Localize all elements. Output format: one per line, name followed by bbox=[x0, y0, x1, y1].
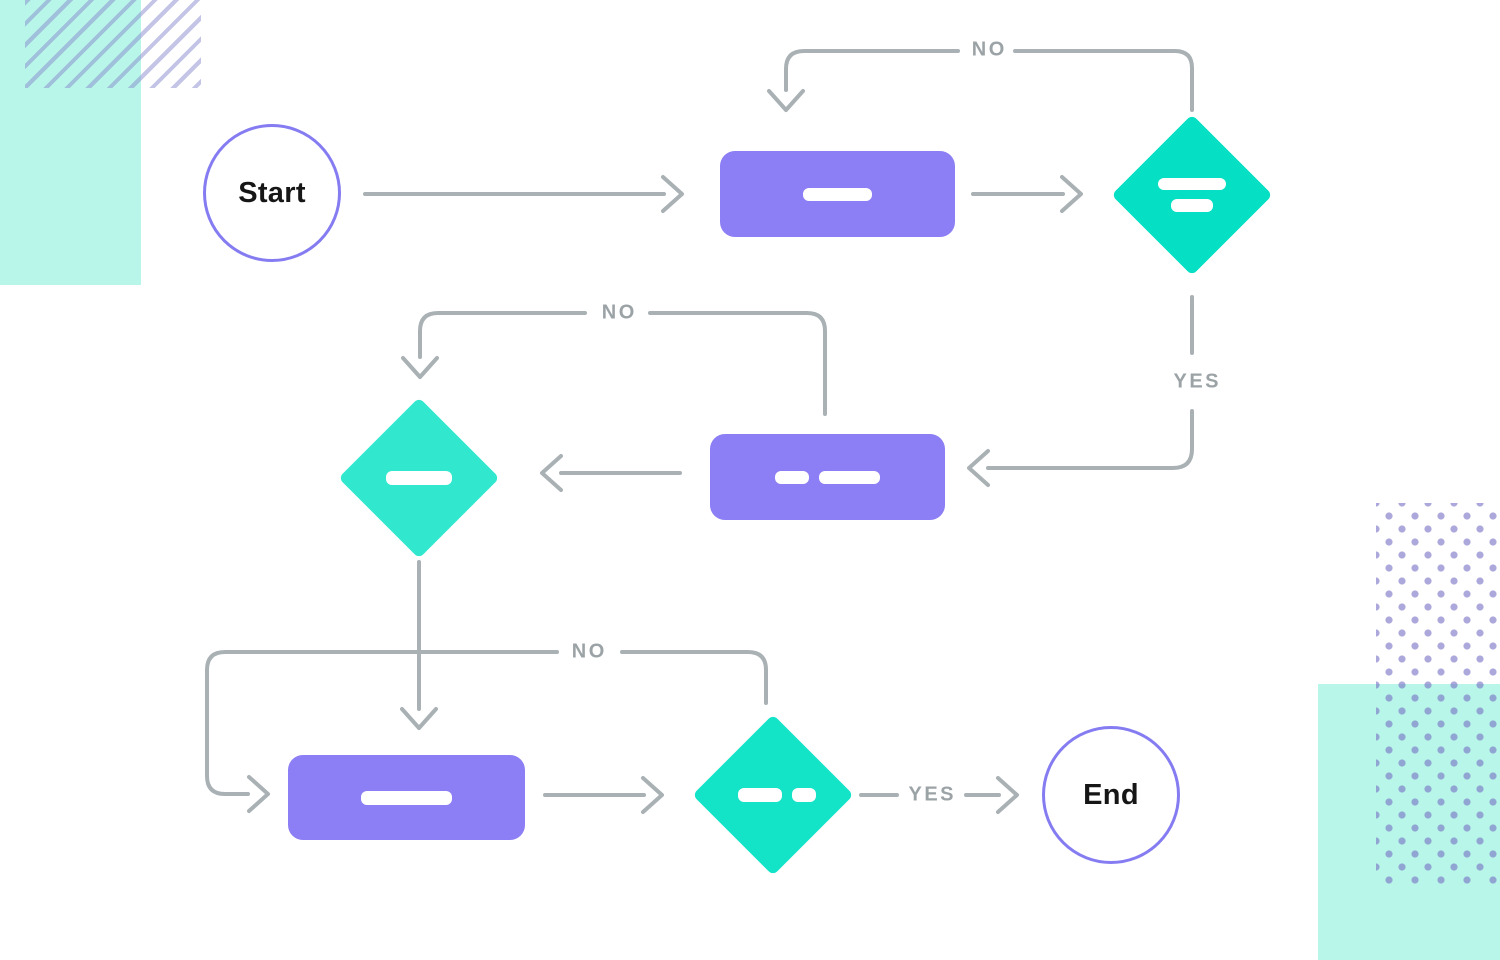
text-placeholder-bar bbox=[738, 788, 782, 802]
process-box-3[interactable] bbox=[288, 755, 525, 840]
edge-decision2-to-process3 bbox=[400, 560, 438, 730]
process-box-1[interactable] bbox=[720, 151, 955, 237]
decision-diamond-3[interactable] bbox=[692, 714, 854, 876]
edge-process3-to-decision3 bbox=[543, 776, 664, 814]
edge-process1-to-decision1 bbox=[971, 175, 1083, 213]
edge-label-decision3-no: NO bbox=[571, 640, 607, 663]
decision-diamond-2[interactable] bbox=[338, 397, 500, 559]
edge-label-decision3-yes: YES bbox=[908, 783, 957, 806]
text-placeholder-bar bbox=[361, 790, 452, 805]
text-placeholder-bar bbox=[819, 470, 880, 484]
edge-start-to-process1 bbox=[363, 175, 684, 213]
text-placeholder-bar bbox=[803, 187, 872, 201]
deco-diagonal-stripes bbox=[25, 0, 201, 88]
edge-label-decision1-yes: YES bbox=[1173, 370, 1222, 393]
start-label: Start bbox=[238, 176, 306, 209]
text-placeholder-bar bbox=[1171, 199, 1213, 212]
edge-decision3-yes bbox=[859, 776, 1019, 814]
edge-process2-no-loop bbox=[401, 311, 827, 416]
deco-dot-grid bbox=[1376, 503, 1500, 886]
text-placeholder-bar bbox=[792, 788, 816, 802]
edge-process2-to-decision2 bbox=[540, 454, 682, 492]
start-node[interactable]: Start bbox=[203, 124, 341, 262]
text-placeholder-bar bbox=[386, 471, 452, 485]
process-box-2[interactable] bbox=[710, 434, 945, 520]
end-label: End bbox=[1083, 778, 1139, 811]
edge-decision1-yes bbox=[967, 295, 1194, 487]
edge-decision1-no-loop bbox=[767, 49, 1194, 112]
text-placeholder-bar bbox=[1158, 178, 1226, 190]
edge-label-process2-no: NO bbox=[601, 301, 637, 324]
decision-diamond-1[interactable] bbox=[1111, 114, 1273, 276]
text-placeholder-bar bbox=[775, 470, 809, 484]
end-node[interactable]: End bbox=[1042, 726, 1180, 864]
edge-label-decision1-no: NO bbox=[971, 38, 1007, 61]
edge-decision3-no-loop bbox=[205, 650, 768, 813]
